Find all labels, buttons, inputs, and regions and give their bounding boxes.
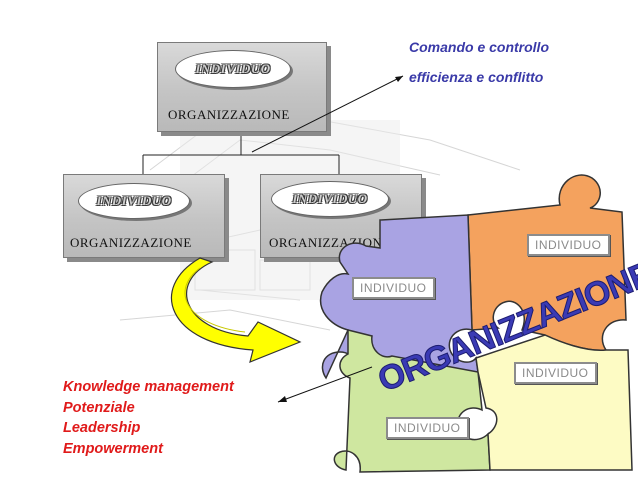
bottom-pointer-arrow: [277, 366, 373, 403]
piece-label-bottom-right: INDIVIDUO: [514, 362, 597, 384]
top-individual-label: INDIVIDUO: [195, 61, 271, 76]
left-organization-label: ORGANIZZAZIONE: [70, 235, 192, 250]
bottom-note-line-4: Empowerment: [63, 440, 163, 457]
top-note-line-2: efficienza e conflitto: [409, 69, 544, 85]
top-organization-box: INDIVIDUO ORGANIZZAZIONE: [157, 42, 327, 132]
bottom-note-line-1: Knowledge management: [63, 379, 234, 395]
piece-label-top-right: INDIVIDUO: [527, 234, 610, 256]
left-organization-box: INDIVIDUO ORGANIZZAZIONE: [63, 174, 225, 258]
top-individual-oval: INDIVIDUO: [175, 50, 291, 88]
top-organization-label: ORGANIZZAZIONE: [168, 107, 290, 122]
right-individual-oval: INDIVIDUO: [271, 181, 389, 217]
piece-label-top-left: INDIVIDUO: [352, 277, 435, 299]
top-note-line-1: Comando e controllo: [409, 39, 549, 55]
bottom-note-line-3: Leadership: [63, 420, 141, 436]
left-individual-label: INDIVIDUO: [96, 193, 172, 208]
right-individual-label: INDIVIDUO: [292, 191, 368, 206]
bottom-note-line-2: Potenziale: [63, 399, 135, 416]
bottom-notes: Knowledge management Potenziale Leadersh…: [63, 377, 234, 459]
top-pointer-arrow: [251, 75, 404, 153]
piece-label-bottom-left: INDIVIDUO: [386, 417, 469, 439]
left-individual-oval: INDIVIDUO: [78, 183, 190, 219]
